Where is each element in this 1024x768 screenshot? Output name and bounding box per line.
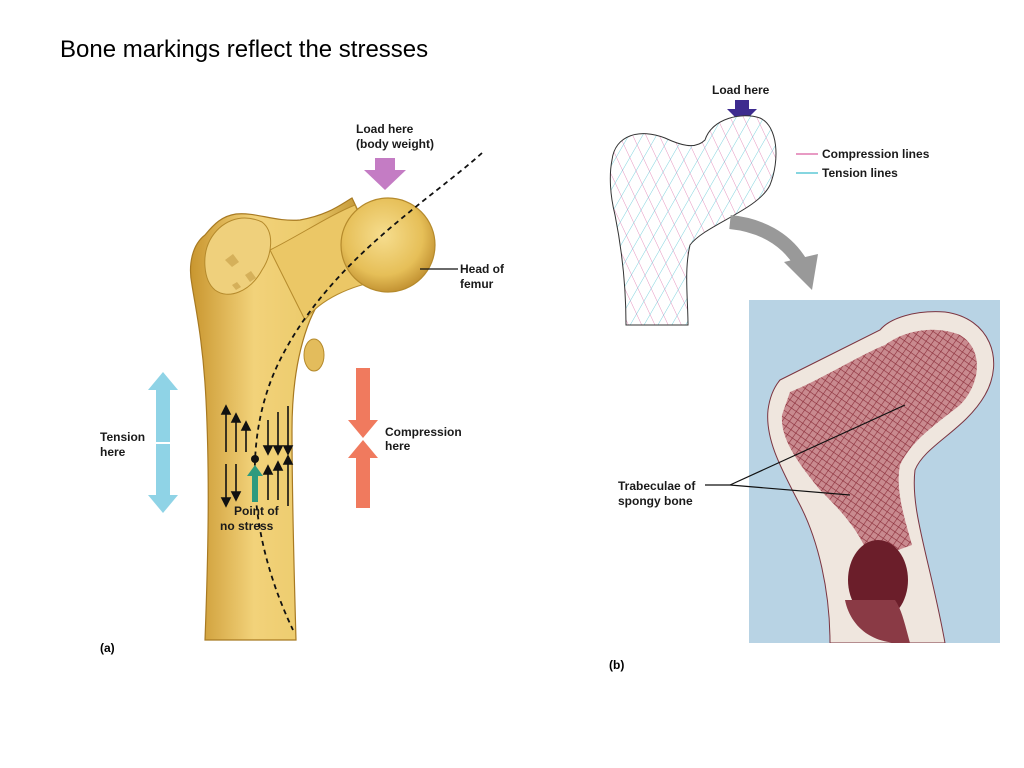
curved-transition-arrow (729, 215, 818, 290)
load-arrow-a (364, 158, 406, 190)
label-load-line2: (body weight) (356, 137, 434, 151)
section-shaft-interior (845, 600, 910, 643)
label-nostress-line2: no stress (220, 519, 274, 533)
section-spongy-bone (781, 329, 977, 560)
slide-title: Bone markings reflect the stresses (60, 36, 429, 63)
legend-tension-label: Tension lines (822, 166, 898, 180)
label-trabeculae-line2: spongy bone (618, 494, 693, 508)
tension-double-arrow (148, 372, 178, 513)
no-stress-point (251, 455, 259, 463)
label-compression-line2: here (385, 439, 411, 453)
greater-trochanter (204, 217, 272, 295)
label-compression-line1: Compression (385, 425, 462, 439)
label-tension-line2: here (100, 445, 126, 459)
trochanter-texture (225, 254, 256, 290)
label-load-b: Load here (712, 83, 770, 97)
panel-label-a: (a) (100, 641, 115, 655)
label-nostress-line1: Point of (234, 504, 280, 518)
no-stress-indicator-arrow (247, 465, 263, 502)
label-head-line2: femur (460, 277, 494, 291)
femur-shaft (189, 197, 373, 641)
legend-compression-label: Compression lines (822, 147, 930, 161)
lesser-trochanter (303, 338, 325, 372)
panel-a-femur-illustration: Load here (body weight) Head of femur Te… (100, 122, 505, 655)
label-tension-line1: Tension (100, 430, 145, 444)
load-line-dashed (253, 152, 483, 631)
stress-arrows (220, 404, 294, 508)
sectioned-femur-photo (749, 300, 1000, 643)
label-head-line1: Head of (460, 262, 505, 276)
trabeculae-pointer-lower (729, 484, 851, 496)
label-trabeculae-line1: Trabeculae of (618, 479, 696, 493)
trabeculae-pointer-upper (729, 404, 906, 486)
femoral-head (340, 197, 436, 293)
femur-outline-b (609, 115, 777, 326)
label-load-line1: Load here (356, 122, 414, 136)
compression-double-arrow (348, 368, 378, 508)
panel-b-stress-diagram: Load here Compression lines Tension line… (609, 83, 1000, 672)
panel-label-b: (b) (609, 658, 624, 672)
